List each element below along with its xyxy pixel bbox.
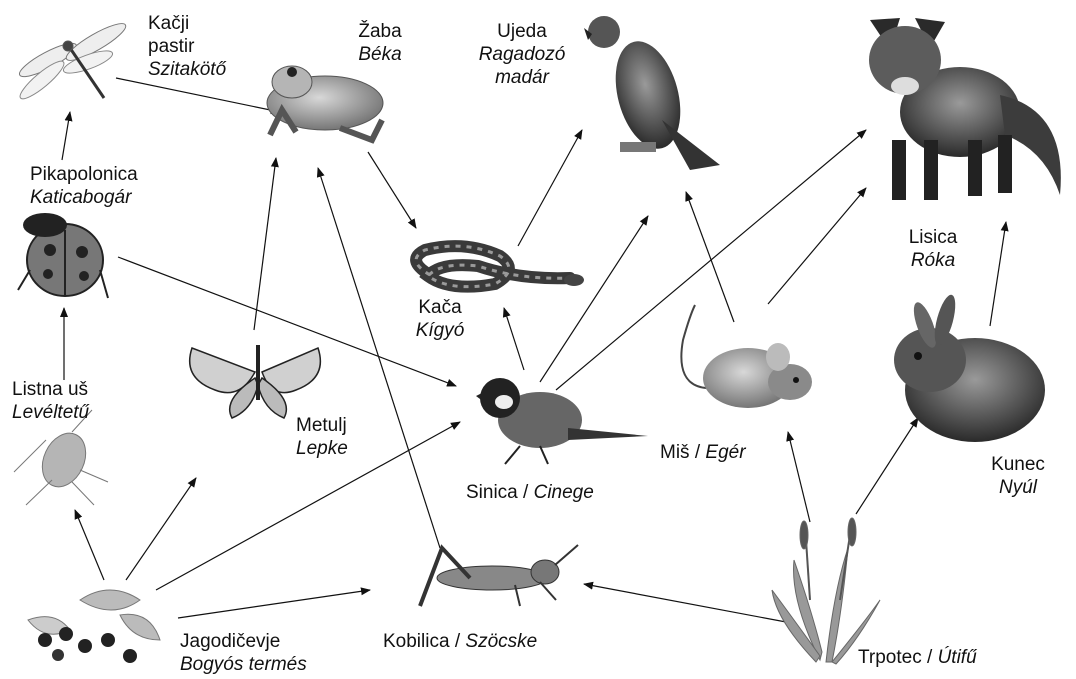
ladybug-icon [18,213,108,298]
arrow-rabbit-to-fox [990,222,1006,326]
arrow-plantain-to-grasshopper [584,584,786,622]
label-frog: Žaba Béka [340,20,420,66]
feeding-arrows [62,78,1006,622]
label-grasshopper: Kobilica / Szöcske [383,630,537,653]
plantain-icon [772,518,880,664]
arrow-berries-to-grasshopper [178,590,370,618]
dragonfly-icon [16,18,129,103]
label-dragonfly: Kačji pastir Szitakötő [148,12,226,81]
arrow-dragonfly-to-frog [116,78,280,112]
mouse-icon [681,305,812,408]
butterfly-icon [190,345,321,418]
aphid-icon [14,410,108,505]
label-mouse: Miš / Egér [660,441,746,464]
label-ladybug: Pikapolonica Katicabogár [30,163,138,209]
frog-icon [267,66,383,140]
grasshopper-icon [420,545,578,606]
arrow-snake-to-hawk [518,130,582,246]
arrow-berries-to-butterfly [126,478,196,580]
label-berries: Jagodičevje Bogyós termés [180,630,307,676]
label-snake: Kača Kígyó [400,296,480,342]
arrow-frog-to-snake [368,152,416,228]
arrow-butterfly-to-frog [254,158,276,330]
arrow-berries-to-aphid [75,510,104,580]
arrow-ladybug-to-dragonfly [62,112,70,160]
bird-icon [476,378,648,464]
fox-icon [869,18,1061,200]
arrow-tit-to-snake [504,308,524,370]
arrow-mouse-to-hawk [686,192,734,322]
hawk-icon [584,16,720,170]
arrow-tit-to-hawk [540,216,648,382]
arrow-plantain-to-mouse [788,432,810,522]
label-tit: Sinica / Cinege [466,481,594,504]
arrow-mouse-to-fox [768,188,866,304]
label-rabbit: Kunec Nyúl [978,453,1058,499]
arrow-plantain-to-rabbit [856,418,918,514]
label-aphid: Listna uš Levéltetű [12,378,89,424]
label-plantain: Trpotec / Útifű [858,646,977,669]
label-hawk: Ujeda Ragadozó madár [462,20,582,89]
berries-icon [28,590,160,663]
snake-icon [416,246,584,287]
label-fox: Lisica Róka [893,226,973,272]
label-butterfly: Metulj Lepke [296,414,348,460]
